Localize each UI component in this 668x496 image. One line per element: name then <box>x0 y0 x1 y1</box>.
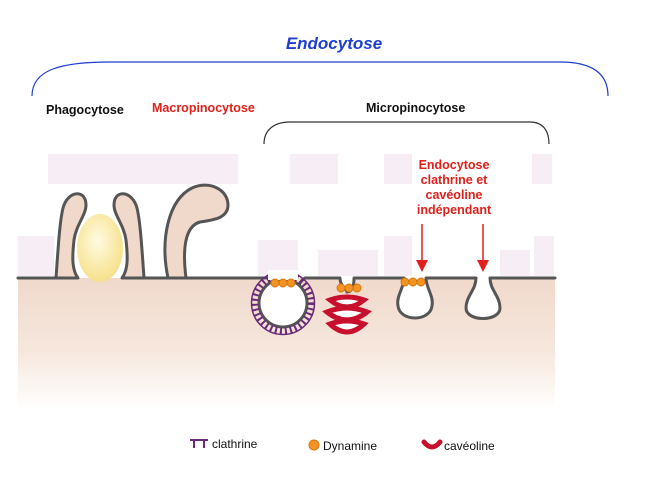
diagram-title: Endocytose <box>285 34 383 53</box>
endocytosis-brace <box>31 61 609 97</box>
legend-dynamine-icon <box>308 439 320 451</box>
legend-caveoline-label: cavéoline <box>444 439 495 453</box>
label-micropinocytose: Micropinocytose <box>366 101 466 115</box>
independent-vesicle <box>464 277 502 320</box>
background-tint <box>18 154 554 276</box>
phagocytosed-particle <box>77 214 123 282</box>
label-macropinocytose: Macropinocytose <box>152 101 255 115</box>
legend-dynamine-label: Dynamine <box>323 439 378 453</box>
macropinocytosis-ruffle <box>163 183 230 280</box>
legend-clathrine-label: clathrine <box>212 437 258 451</box>
label-independent-endocytosis: Endocytose clathrine et cavéoline indépe… <box>416 158 492 217</box>
phagocytosis-cup <box>54 192 146 280</box>
label-phagocytose: Phagocytose <box>46 103 124 117</box>
micropinocytosis-brace <box>263 121 550 145</box>
legend-clathrine-icon <box>190 439 208 448</box>
dynamin-dots <box>270 277 426 293</box>
independent-vesicle-dynamin <box>396 277 434 320</box>
legend-caveoline-icon <box>421 439 443 450</box>
